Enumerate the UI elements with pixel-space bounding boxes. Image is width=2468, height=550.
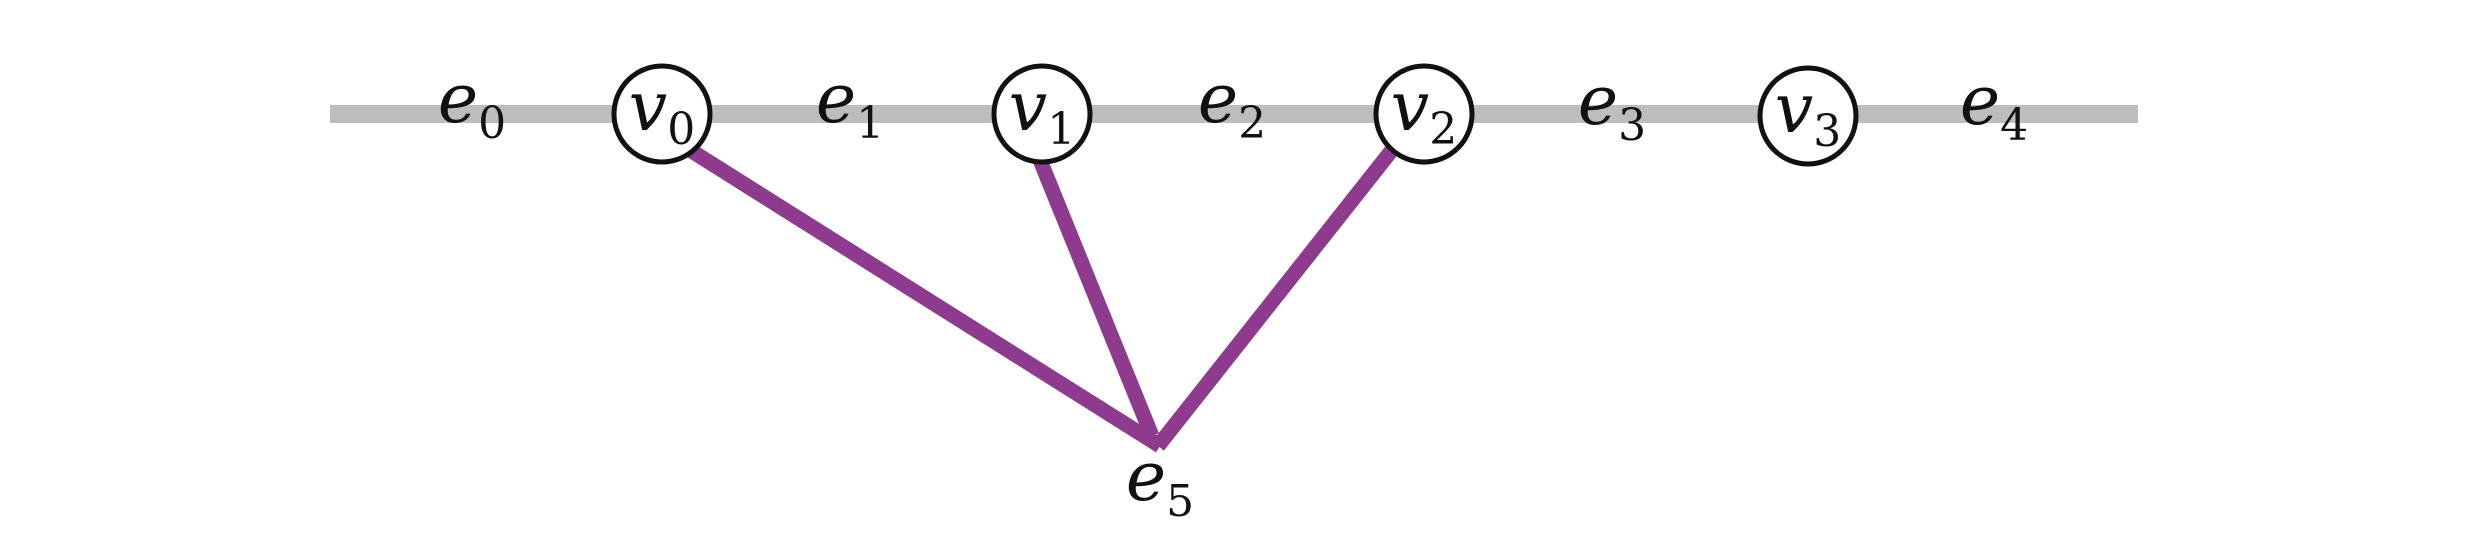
edge-label-e4: e4 [1960, 62, 2028, 151]
node-v3-label: v3 [1775, 70, 1841, 157]
edge-label-e1: e1 [816, 60, 884, 149]
node-v3: v3 [1757, 65, 1859, 167]
hyperedge-leg-v1 [1033, 157, 1159, 439]
node-v0-label: v0 [629, 68, 695, 155]
node-v0: v0 [611, 63, 713, 165]
hyperedge-leg-v2 [1152, 145, 1398, 451]
hyperedge-label-e5: e5 [1126, 438, 1194, 527]
edge-label-e3: e3 [1578, 62, 1646, 151]
edge-label-e0: e0 [438, 60, 506, 149]
node-v1-label: v1 [1009, 68, 1075, 155]
edge-label-e2: e2 [1198, 60, 1266, 149]
node-v1: v1 [991, 63, 1093, 165]
node-v2: v2 [1373, 63, 1475, 165]
hyperedge-leg-v0 [686, 143, 1164, 453]
node-v2-label: v2 [1391, 68, 1457, 155]
